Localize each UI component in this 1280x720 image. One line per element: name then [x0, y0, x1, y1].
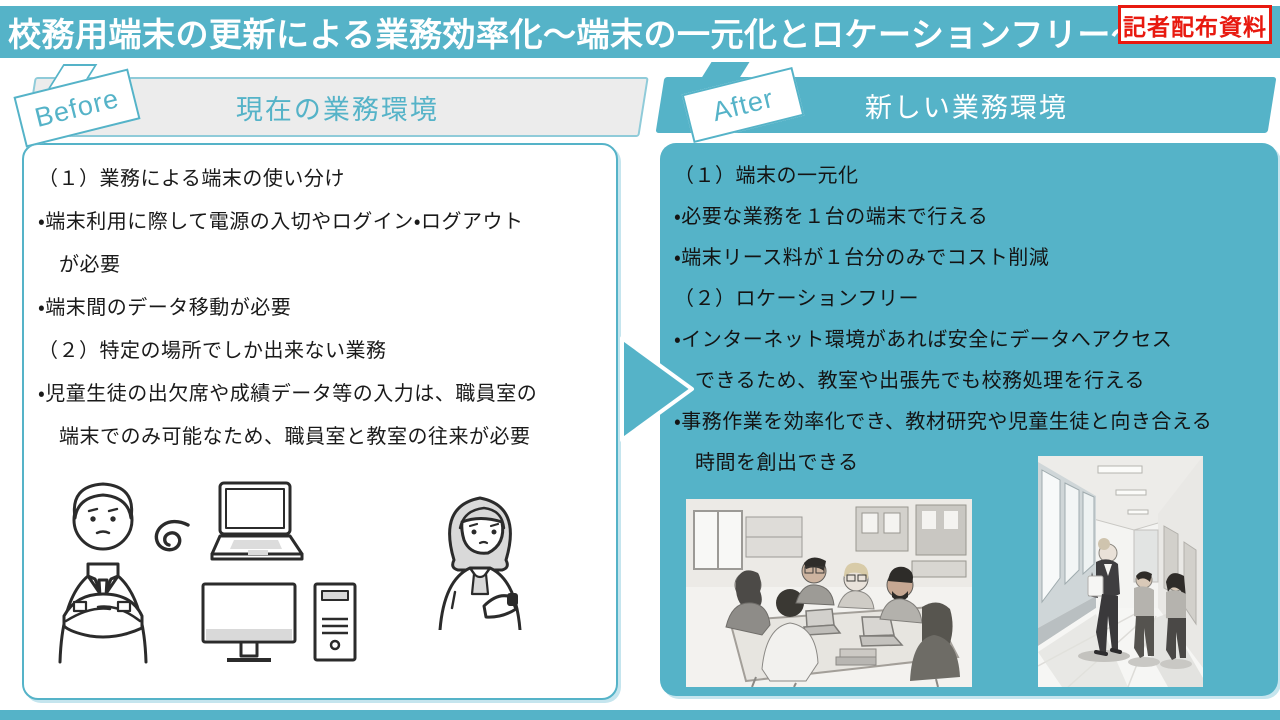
- frustrated-man-icon: [58, 482, 148, 664]
- before-line: （１）業務による端末の使い分け: [38, 168, 345, 190]
- after-line: できるため、教室や出張先でも校務処理を行える: [695, 370, 1145, 392]
- before-line: 端末でのみ可能なため、職員室と教室の往来が必要: [59, 426, 531, 448]
- before-line: ・端末利用に際して電源の入切やログイン・ログアウト: [38, 211, 524, 233]
- before-section-heading: 現在の業務環境: [235, 94, 439, 125]
- after-line: 時間を創出できる: [695, 452, 859, 474]
- before-line: ・児童生徒の出欠席や成績データ等の入力は、職員室の: [38, 383, 538, 405]
- after-text-block: （１）端末の一元化 ・必要な業務を１台の端末で行える ・端末リース料が１台分のみ…: [674, 153, 1268, 481]
- before-line: が必要: [59, 254, 121, 276]
- after-section-heading: 新しい業務環境: [864, 92, 1068, 123]
- before-line: （２）特定の場所でしか出来ない業務: [38, 340, 387, 362]
- teacher-students-hallway-image: [1038, 456, 1203, 687]
- after-line: ・事務作業を効率化でき、教材研究や児童生徒と向き合える: [674, 411, 1213, 433]
- teachers-collaborating-image: [686, 499, 972, 687]
- after-line: （１）端末の一元化: [674, 165, 859, 187]
- after-line: ・端末リース料が１台分のみでコスト削減: [674, 247, 1050, 269]
- annoyance-swirl-icon: [154, 519, 190, 552]
- desktop-monitor-icon: [201, 582, 297, 662]
- page-title: 校務用端末の更新による業務効率化～端末の一元化とロケーションフリー～: [8, 16, 1145, 53]
- bottom-accent-bar: [0, 710, 1280, 720]
- laptop-icon: [210, 481, 304, 561]
- title-bar: 校務用端末の更新による業務効率化～端末の一元化とロケーションフリー～: [0, 6, 1280, 58]
- press-handout-badge: 記者配布資料: [1118, 5, 1272, 44]
- after-line: ・インターネット環境があれば安全にデータへアクセス: [674, 329, 1173, 351]
- pc-tower-icon: [313, 582, 357, 662]
- woman-checking-watch-icon: [438, 496, 522, 630]
- before-text-block: （１）業務による端末の使い分け ・端末利用に際して電源の入切やログイン・ログアウ…: [38, 155, 606, 456]
- before-to-after-arrow-icon: [620, 336, 694, 442]
- after-line: （２）ロケーションフリー: [674, 288, 919, 310]
- before-line: ・端末間のデータ移動が必要: [38, 297, 292, 319]
- after-line: ・必要な業務を１台の端末で行える: [674, 206, 989, 228]
